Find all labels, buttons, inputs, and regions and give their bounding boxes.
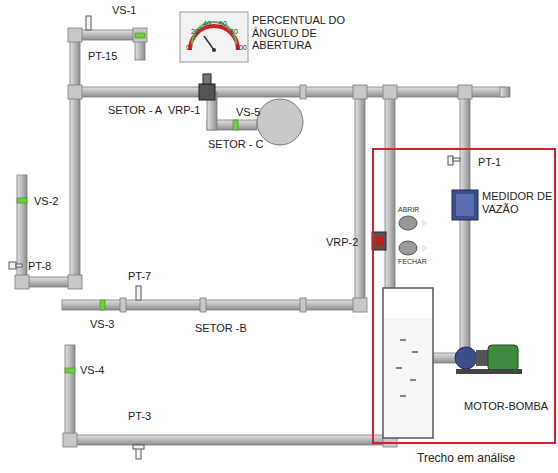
gauge-tick: 40 — [203, 20, 211, 28]
valve-tag: VRP-1 — [168, 104, 200, 117]
valve-tag: VRP-2 — [326, 236, 358, 249]
gauge-tick: 60 — [219, 20, 227, 28]
sector-name: SETOR - A — [108, 104, 162, 117]
valve-tag: VS-3 — [90, 318, 114, 331]
sector-name: SETOR - C — [208, 138, 263, 151]
sensor-tag: PT-3 — [128, 410, 151, 423]
valve-tag: VS-2 — [34, 195, 58, 208]
gauge-title: PERCENTUAL DO ÂNGULO DE ABERTURA — [252, 14, 362, 52]
instrument-name: MEDIDOR DE VAZÃO — [482, 190, 554, 215]
sensor-tag: PT-1 — [478, 156, 501, 169]
gauge-tick: 0 — [186, 44, 190, 52]
equipment-name: MOTOR-BOMBA — [464, 400, 548, 413]
button-label: ABRIR — [398, 206, 419, 214]
valve-tag: VS-4 — [80, 364, 104, 377]
gauge-tick: 80 — [230, 28, 238, 36]
valve-tag: VS-5 — [236, 106, 260, 119]
sensor-tag: PT-15 — [88, 50, 117, 63]
valve-tag: VS-1 — [112, 4, 136, 17]
sector-name: SETOR -B — [195, 322, 247, 335]
sensor-tag: PT-8 — [28, 260, 51, 273]
button-label: FECHAR — [398, 258, 427, 266]
region-caption: Trecho em análise — [417, 451, 515, 465]
sensor-tag: PT-7 — [128, 270, 151, 283]
gauge-tick: 100 — [235, 44, 247, 52]
gauge-tick: 20 — [191, 28, 199, 36]
